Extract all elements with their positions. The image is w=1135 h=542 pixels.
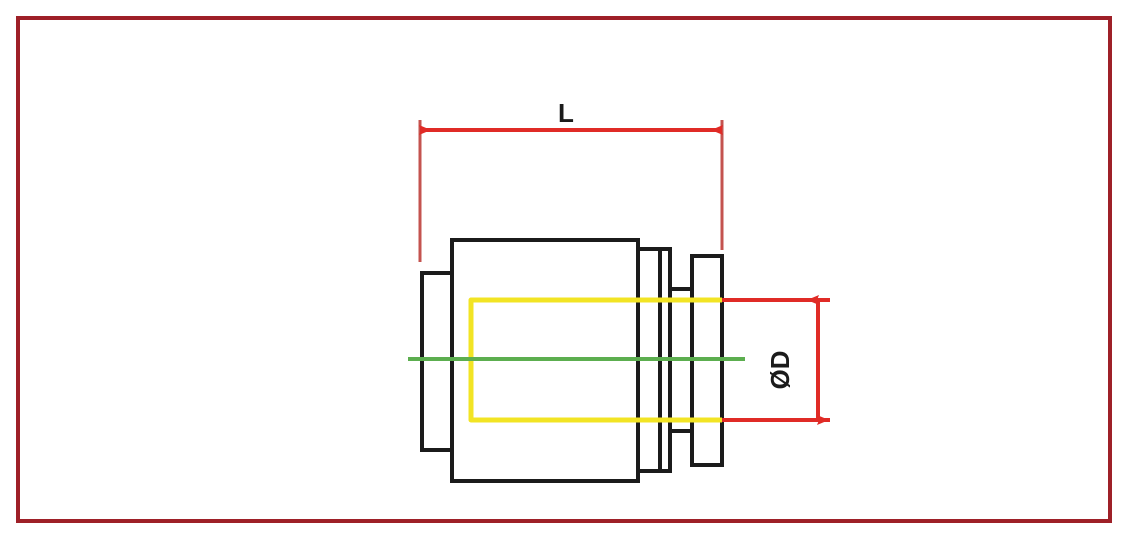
drawing-frame: [16, 16, 1112, 523]
length-dimension-label: L: [558, 98, 574, 128]
diameter-dimension-label: ØD: [765, 351, 795, 390]
diameter-dimension-group: ØD: [722, 295, 830, 425]
neck-section: [670, 287, 692, 433]
left-flange-tab: [420, 271, 454, 452]
length-dimension-group: L: [418, 98, 724, 262]
